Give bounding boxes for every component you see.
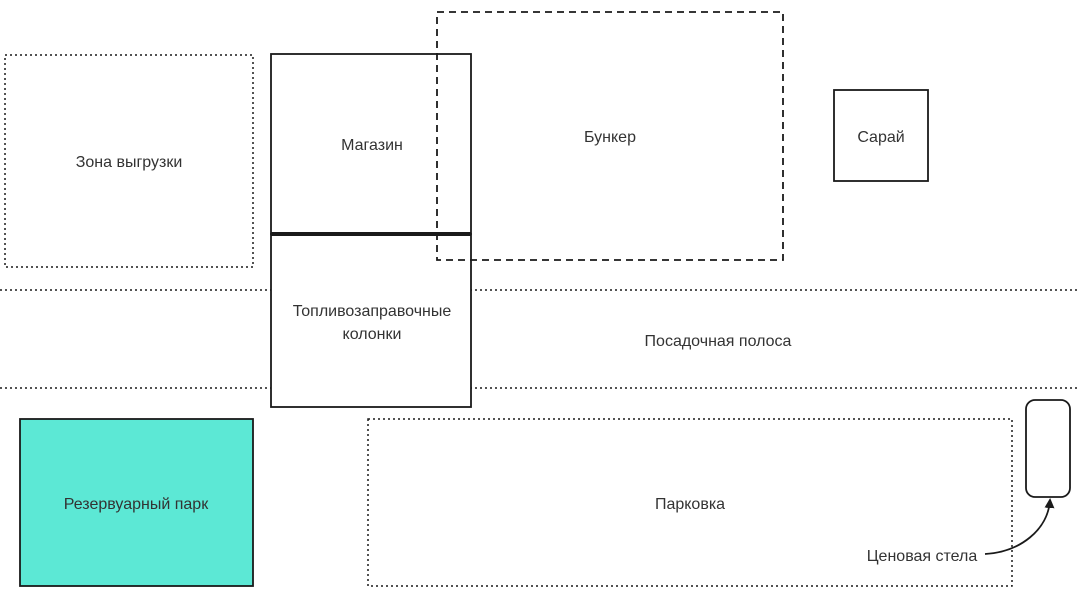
unloading-zone-label: Зона выгрузки <box>76 154 183 171</box>
shed-label: Сарай <box>857 129 904 146</box>
tank-farm: Резервуарный парк <box>19 418 254 587</box>
shop: Магазин <box>270 53 472 235</box>
tank-farm-label: Резервуарный парк <box>64 496 209 513</box>
shed: Сарай <box>833 89 929 182</box>
bunker: Бункер <box>436 11 784 261</box>
price-sign: Ценовая стела <box>867 399 1071 565</box>
tank-farm-box <box>19 418 254 587</box>
bunker-label: Бункер <box>584 129 636 146</box>
price-sign-arrow <box>984 498 1055 555</box>
parking: Парковка <box>367 418 1013 587</box>
parking-label: Парковка <box>655 496 725 513</box>
fuel-pumps-label-line2: колонки <box>343 326 402 343</box>
shop-label: Магазин <box>341 137 403 154</box>
landing-strip-label: Посадочная полоса <box>645 333 792 350</box>
unloading-zone: Зона выгрузки <box>4 54 254 268</box>
landing-strip: Посадочная полоса <box>0 289 1077 389</box>
price-sign-label: Ценовая стела <box>867 548 978 565</box>
fuel-pumps: Топливозаправочные колонки <box>270 232 472 408</box>
fuel-pumps-label-line1: Топливозаправочные <box>293 303 452 320</box>
